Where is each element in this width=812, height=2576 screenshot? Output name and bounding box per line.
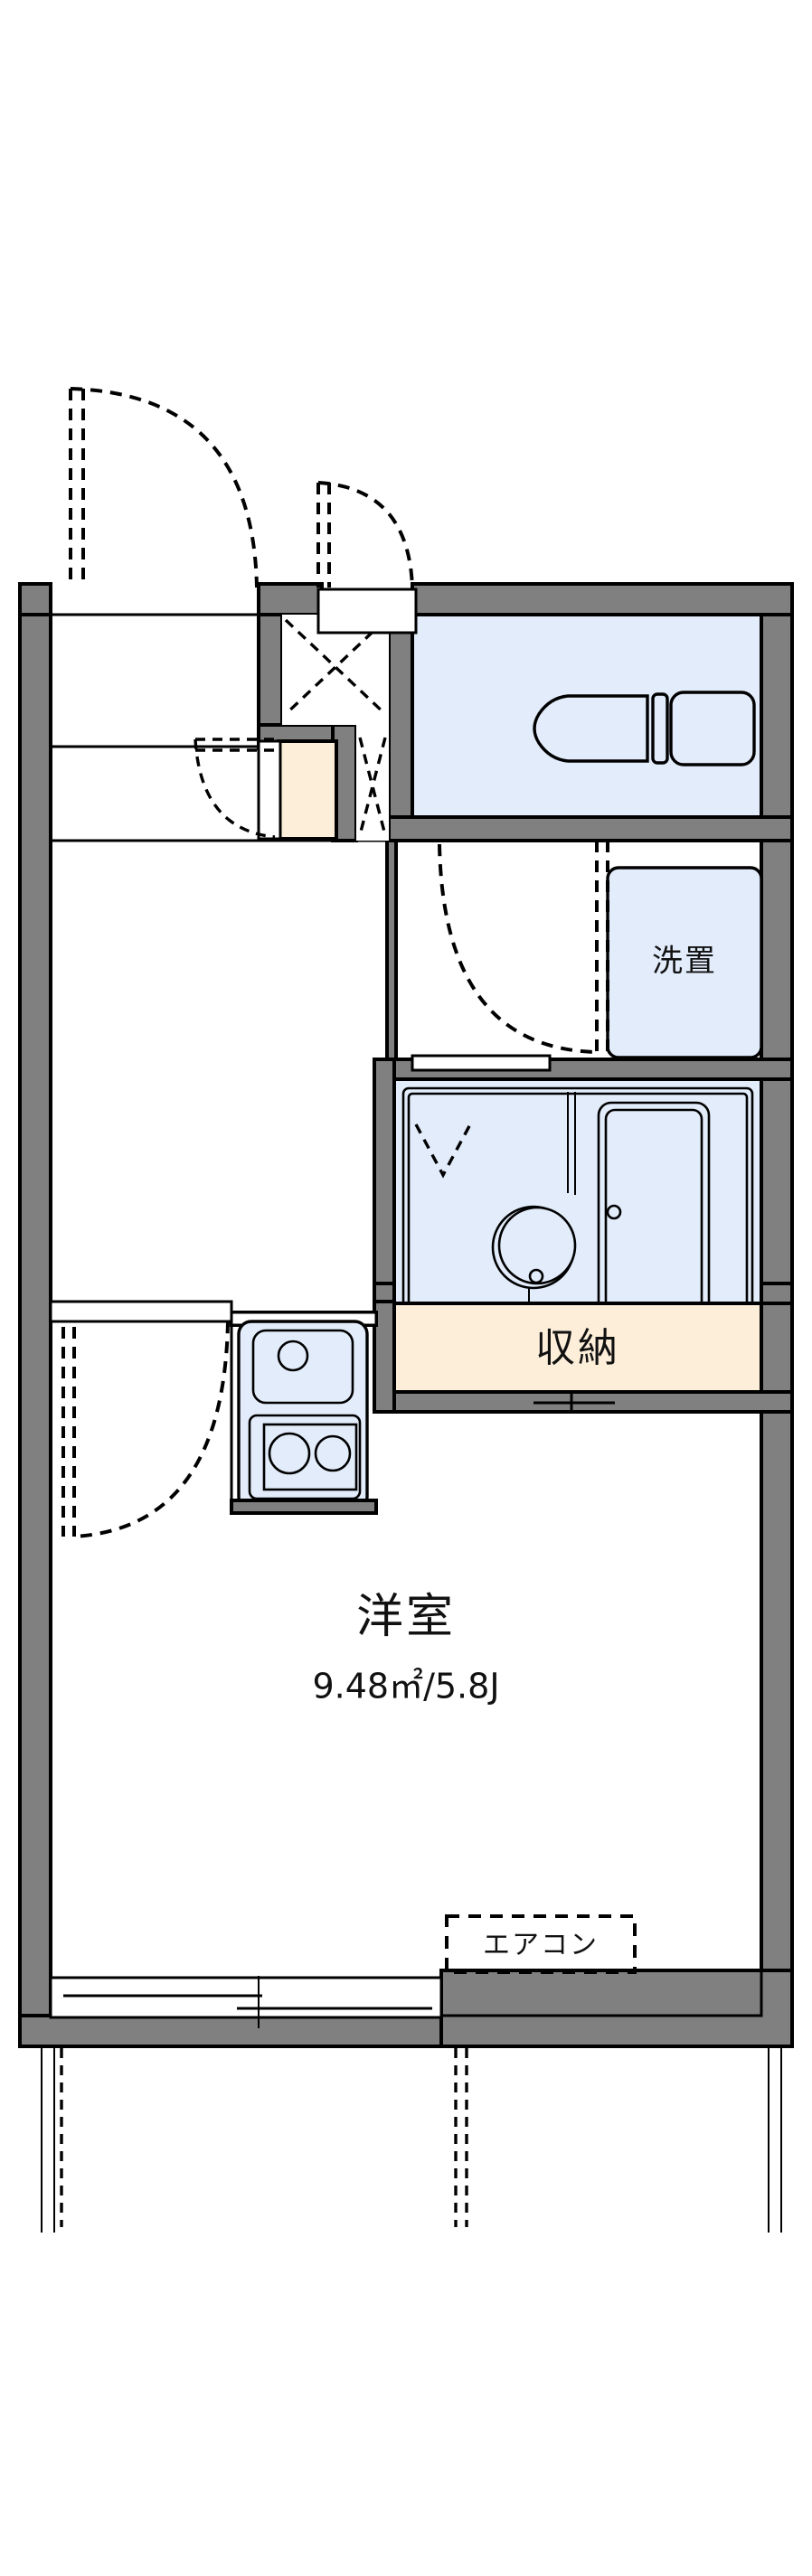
kitchen-base-shadow bbox=[230, 1499, 378, 1515]
shoebox-door-arc bbox=[194, 738, 276, 839]
entry-window bbox=[316, 588, 418, 635]
room-door-arc bbox=[73, 1321, 230, 1538]
stove-burner-right bbox=[314, 1434, 352, 1472]
wall-corridor-divider bbox=[385, 839, 398, 1068]
wall-right bbox=[760, 582, 794, 2048]
toilet-room bbox=[411, 613, 763, 819]
wall-left bbox=[18, 582, 52, 2048]
kitchen-sink-drain bbox=[277, 1340, 309, 1372]
toilet-tank bbox=[669, 691, 756, 766]
genkan-x-1 bbox=[284, 618, 387, 716]
genkan-floor-lower bbox=[356, 615, 389, 841]
entrance-door-arc bbox=[70, 387, 259, 588]
wall-top-mid-1 bbox=[257, 582, 324, 616]
washer-space: 洗置 bbox=[606, 866, 763, 1059]
toilet-seat-hinge bbox=[651, 692, 669, 765]
wall-bottom-right-block bbox=[439, 1969, 794, 2048]
bath-shower-marker bbox=[414, 1123, 472, 1179]
wall-toilet-left bbox=[387, 613, 414, 842]
building-outer-walls bbox=[18, 582, 794, 2048]
shoe-box bbox=[277, 739, 338, 841]
wall-top-left-stub bbox=[18, 582, 52, 616]
bathtub-inner bbox=[604, 1108, 703, 1325]
closet-floor bbox=[392, 1302, 763, 1394]
side-window-frame bbox=[49, 1300, 233, 1323]
kitchen-area bbox=[230, 1311, 378, 1515]
entrance-area bbox=[257, 588, 418, 841]
wall-top-right bbox=[411, 582, 794, 616]
wash-basin-drain bbox=[528, 1268, 544, 1284]
washer-label: 洗置 bbox=[652, 944, 717, 980]
balcony-window-frame bbox=[49, 1976, 443, 2019]
shoe-box-frame bbox=[257, 739, 282, 841]
door-swings bbox=[61, 387, 609, 1538]
balcony-window bbox=[41, 1976, 782, 2233]
outline-main-room bbox=[49, 1325, 763, 2017]
closet-label: 収納 bbox=[535, 1325, 620, 1371]
toilet-bowl bbox=[533, 694, 649, 763]
toilet-door-arc bbox=[317, 481, 414, 588]
side-window bbox=[49, 1300, 233, 1323]
air-conditioner-label: エアコン bbox=[483, 1930, 599, 1961]
bath-door-opening bbox=[411, 1054, 552, 1072]
closet: 収納 bbox=[392, 1302, 763, 1412]
air-conditioner-box bbox=[445, 1914, 637, 1974]
wall-toilet-bottom bbox=[387, 815, 794, 842]
bath-door-arc bbox=[438, 843, 598, 1054]
main-room-name: 洋室 bbox=[356, 1590, 456, 1644]
main-room-area: 9.48㎡/5.8J bbox=[312, 1667, 499, 1706]
air-conditioner-marker: エアコン bbox=[445, 1914, 637, 1974]
bathtub-drain bbox=[606, 1204, 622, 1220]
genkan-x-2 bbox=[284, 618, 387, 716]
main-room-labels: 洋室 9.48㎡/5.8J bbox=[312, 1590, 499, 1706]
stove-burner-left bbox=[268, 1432, 311, 1475]
